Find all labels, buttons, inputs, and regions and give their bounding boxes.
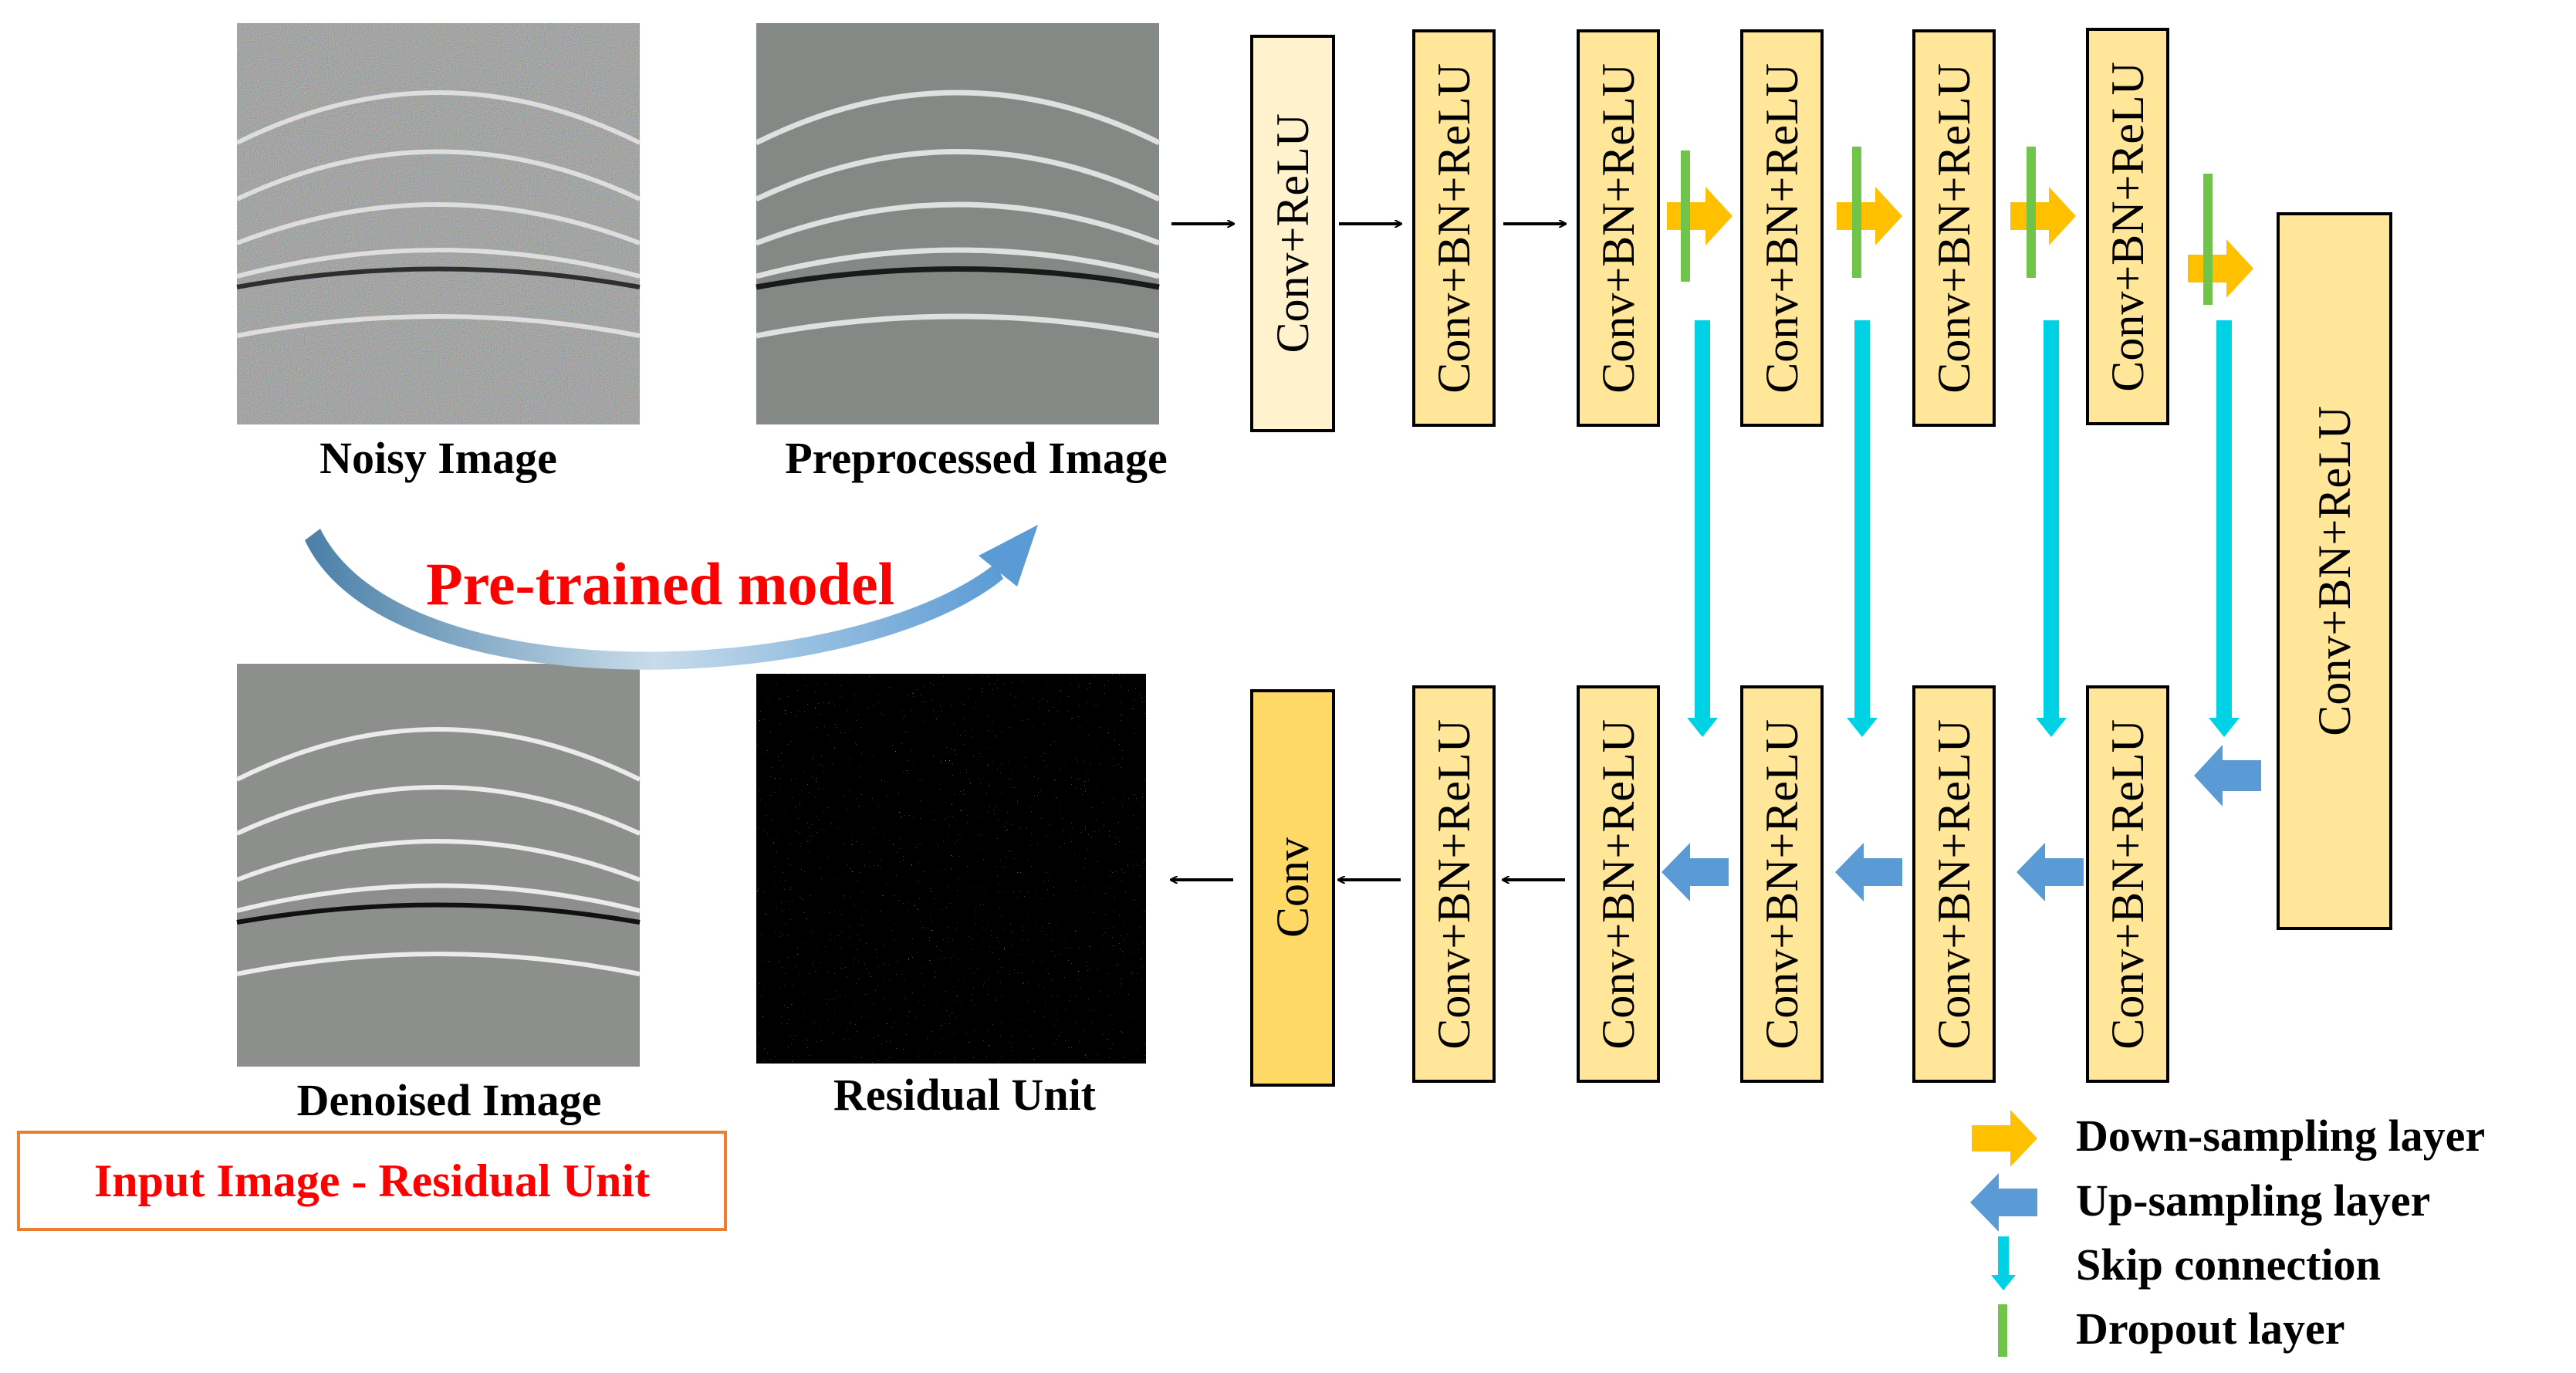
up-arrow-3 bbox=[1835, 843, 1902, 901]
flow-arrows bbox=[1171, 224, 1565, 880]
legend-dropout-label: Dropout layer bbox=[2076, 1304, 2345, 1354]
down-arrow-1 bbox=[1667, 187, 1733, 245]
dropout-4 bbox=[2203, 174, 2213, 305]
input-minus-residual-label: Input Image - Residual Unit bbox=[93, 1155, 651, 1206]
encoder-block-5: Conv+BN+ReLU bbox=[1912, 29, 1996, 427]
down-sampling-arrows bbox=[1667, 187, 2253, 298]
decoder-block-4: Conv+BN+ReLU bbox=[1577, 685, 1660, 1083]
encoder-block-5-label: Conv+BN+ReLU bbox=[1928, 63, 1979, 394]
decoder-block-1-label: Conv+BN+ReLU bbox=[2101, 719, 2153, 1050]
skip-connection-4 bbox=[2209, 320, 2240, 737]
residual-unit-label: Residual Unit bbox=[833, 1070, 1096, 1120]
encoder-block-3-label: Conv+BN+ReLU bbox=[1592, 63, 1644, 394]
encoder-block-3: Conv+BN+ReLU bbox=[1577, 29, 1660, 427]
dropout-layers bbox=[1681, 147, 2213, 305]
pretrained-arc-arrow bbox=[305, 525, 1038, 670]
down-arrow-4 bbox=[2188, 239, 2253, 298]
dropout-2 bbox=[1852, 147, 1861, 278]
down-arrow-2 bbox=[1837, 187, 1902, 245]
input-minus-residual-box: Input Image - Residual Unit bbox=[17, 1131, 727, 1231]
denoised-image-label: Denoised Image bbox=[296, 1075, 602, 1125]
dropout-3 bbox=[2027, 147, 2036, 278]
encoder-block-2: Conv+BN+ReLU bbox=[1412, 29, 1496, 427]
legend-icons bbox=[1970, 1110, 2037, 1357]
noisy-image-label: Noisy Image bbox=[319, 433, 557, 483]
preprocessed-image-label: Preprocessed Image bbox=[785, 433, 1168, 483]
noisy-image bbox=[235, 23, 641, 424]
legend-down-arrow-icon bbox=[1972, 1110, 2037, 1167]
legend-up-sampling-label: Up-sampling layer bbox=[2076, 1175, 2431, 1226]
encoder-block-6: Conv+BN+ReLU bbox=[2086, 28, 2169, 425]
up-sampling-arrows bbox=[1662, 745, 2261, 901]
decoder-block-2: Conv+BN+ReLU bbox=[1912, 685, 1996, 1083]
output-conv-block-label: Conv bbox=[1266, 837, 1318, 938]
preprocessed-image bbox=[755, 23, 1161, 424]
up-arrow-4 bbox=[1662, 843, 1729, 901]
legend-down-sampling-label: Down-sampling layer bbox=[2076, 1111, 2486, 1161]
denoised-image bbox=[235, 664, 641, 1067]
bottleneck-block: Conv+BN+ReLU bbox=[2277, 212, 2392, 930]
legend-skip-connection-label: Skip connection bbox=[2076, 1239, 2381, 1290]
legend-dropout-icon bbox=[1998, 1304, 2007, 1357]
dropout-1 bbox=[1681, 150, 1690, 282]
decoder-block-4-label: Conv+BN+ReLU bbox=[1592, 719, 1644, 1050]
legend-skip-icon bbox=[1991, 1236, 2016, 1290]
encoder-block-conv-relu: Conv+ReLU bbox=[1250, 35, 1335, 432]
pretrained-model-label: Pre-trained model bbox=[426, 550, 895, 617]
skip-connection-2 bbox=[1847, 320, 1878, 737]
decoder-block-1: Conv+BN+ReLU bbox=[2086, 685, 2169, 1083]
bottleneck-block-label: Conv+BN+ReLU bbox=[2308, 406, 2360, 736]
residual-unit-image bbox=[756, 674, 1146, 1064]
encoder-block-6-label: Conv+BN+ReLU bbox=[2101, 61, 2153, 392]
skip-connection-3 bbox=[2036, 320, 2067, 737]
skip-connections bbox=[1687, 320, 2240, 737]
up-arrow-2 bbox=[2017, 843, 2084, 901]
encoder-block-2-label: Conv+BN+ReLU bbox=[1428, 63, 1479, 394]
decoder-block-2-label: Conv+BN+ReLU bbox=[1928, 719, 1979, 1050]
decoder-block-5-label: Conv+BN+ReLU bbox=[1428, 719, 1479, 1050]
down-arrow-3 bbox=[2010, 187, 2076, 245]
encoder-block-4: Conv+BN+ReLU bbox=[1740, 29, 1824, 427]
up-arrow-1 bbox=[2194, 745, 2261, 807]
encoder-block-1-label: Conv+ReLU bbox=[1266, 113, 1318, 353]
output-conv-block: Conv bbox=[1250, 689, 1335, 1087]
skip-connection-1 bbox=[1687, 320, 1718, 737]
decoder-block-3: Conv+BN+ReLU bbox=[1740, 685, 1824, 1083]
encoder-block-4-label: Conv+BN+ReLU bbox=[1756, 63, 1807, 394]
decoder-block-5: Conv+BN+ReLU bbox=[1412, 685, 1496, 1083]
legend-up-arrow-icon bbox=[1970, 1173, 2037, 1232]
decoder-block-3-label: Conv+BN+ReLU bbox=[1756, 719, 1807, 1050]
